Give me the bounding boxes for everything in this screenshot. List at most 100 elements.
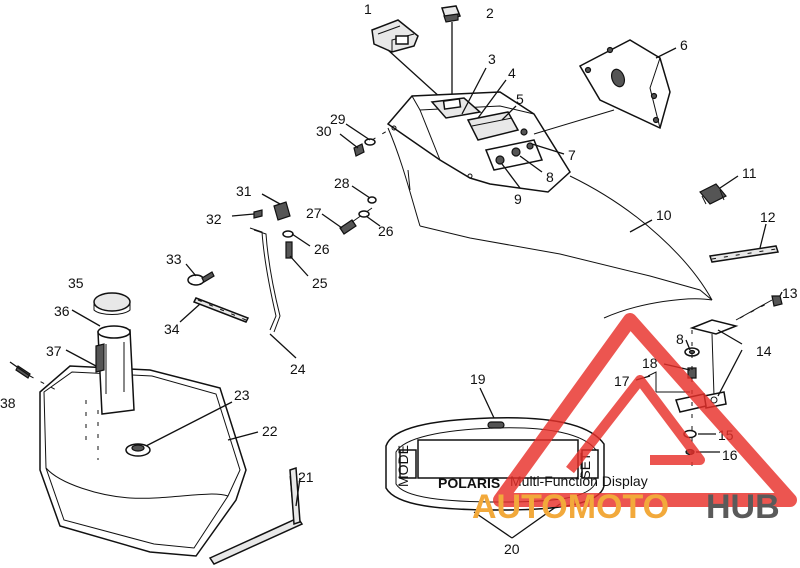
display-brand-label: POLARIS xyxy=(438,475,500,491)
leader-10-line xyxy=(629,219,653,233)
callout-20: 20 xyxy=(504,541,520,557)
leader-26b-line xyxy=(365,215,381,227)
part-1-switch xyxy=(371,19,419,53)
leader-25-line xyxy=(289,255,309,277)
part-21-strip xyxy=(208,466,304,565)
callout-9: 9 xyxy=(514,191,522,207)
leader-20b-line xyxy=(511,503,561,539)
callout-14: 14 xyxy=(756,343,772,359)
leader-38-line xyxy=(9,361,31,377)
callout-8a: 8 xyxy=(546,169,554,185)
leader-26a-line xyxy=(291,233,311,247)
part-18-screw xyxy=(687,367,697,379)
leader-4-line xyxy=(477,79,507,119)
part-25-26-screw xyxy=(282,230,294,259)
leader-14b-line xyxy=(717,349,743,397)
callout-6: 6 xyxy=(680,37,688,53)
callout-11: 11 xyxy=(742,165,757,181)
part-24-rod xyxy=(249,227,281,333)
callout-5: 5 xyxy=(516,91,524,107)
leader-34-line xyxy=(179,303,201,323)
part-34-cable xyxy=(192,297,250,323)
part-37-clamp xyxy=(95,343,105,373)
part-29-30-screw xyxy=(353,127,393,157)
part-2-cap xyxy=(441,5,462,23)
callout-10: 10 xyxy=(656,207,672,223)
part-23-fitting xyxy=(125,443,151,457)
leader-14a-line xyxy=(717,329,743,345)
leader-3-line xyxy=(461,67,487,115)
callout-7: 7 xyxy=(568,147,576,163)
part-33-eyelet xyxy=(187,271,215,286)
callout-18: 18 xyxy=(642,355,658,371)
leader-11-line xyxy=(719,175,739,189)
callout-26b: 26 xyxy=(378,223,394,239)
leader-7-line xyxy=(531,143,565,155)
leader-12-line xyxy=(759,223,767,249)
leader-23-line xyxy=(145,401,233,447)
callout-21: 21 xyxy=(298,469,314,485)
leader-19-line xyxy=(479,387,495,419)
leader-22-line xyxy=(227,431,259,441)
part-12-strip xyxy=(709,245,779,263)
leader-29-line xyxy=(345,123,371,141)
part-13-bolt xyxy=(735,295,783,321)
callout-8b: 8 xyxy=(676,331,684,347)
part-22-tank xyxy=(39,365,247,557)
callout-24: 24 xyxy=(290,361,306,377)
leader-37-line xyxy=(65,349,97,367)
part-27-28-bolt xyxy=(339,196,377,235)
callout-30: 30 xyxy=(316,123,332,139)
callout-3: 3 xyxy=(488,51,496,67)
watermark-logo xyxy=(493,313,797,507)
callout-labels: 1 2 3 4 5 6 7 8 8 9 10 11 12 13 14 15 16… xyxy=(0,1,798,557)
callout-1: 1 xyxy=(364,1,372,17)
callout-16: 16 xyxy=(722,447,738,463)
part-31-32-clip xyxy=(253,201,291,221)
callout-31: 31 xyxy=(236,183,252,199)
leader-36-line xyxy=(71,309,101,327)
leader-13-line xyxy=(779,291,783,297)
leader-20a-line xyxy=(473,511,513,539)
callout-4: 4 xyxy=(508,65,516,81)
callout-22: 22 xyxy=(262,423,278,439)
display-subtitle-label: Multi-Function Display xyxy=(510,473,648,489)
leader-8b-line xyxy=(685,339,691,351)
watermark-text-automoto: AUTOMOTO xyxy=(472,488,669,526)
callout-32: 32 xyxy=(206,211,222,227)
part-10-hood xyxy=(387,109,713,319)
leader-21-line xyxy=(295,477,301,507)
part-35-fuel-cap xyxy=(93,292,131,315)
leader-8a-line xyxy=(519,155,543,173)
leader-5-line xyxy=(501,105,517,121)
callout-35: 35 xyxy=(68,275,84,291)
part-17-pin xyxy=(647,371,657,392)
callout-26a: 26 xyxy=(314,241,330,257)
leader-32-line xyxy=(231,213,255,217)
callout-29: 29 xyxy=(330,111,346,127)
part-11-clip xyxy=(699,183,727,205)
callout-33: 33 xyxy=(166,251,182,267)
callout-17: 17 xyxy=(614,373,630,389)
leader-27-line xyxy=(321,213,343,229)
watermark-text: AUTOMOTO HUB xyxy=(472,488,780,526)
callout-37: 37 xyxy=(46,343,62,359)
console-pod xyxy=(386,91,571,193)
part-6-bracket xyxy=(578,39,671,130)
callout-25: 25 xyxy=(312,275,328,291)
callout-36: 36 xyxy=(54,303,70,319)
callout-34: 34 xyxy=(164,321,180,337)
leader-33-line xyxy=(185,263,197,277)
leader-31-line xyxy=(261,193,281,205)
callout-19: 19 xyxy=(470,371,486,387)
callout-12: 12 xyxy=(760,209,776,225)
callout-27: 27 xyxy=(306,205,322,221)
leader-9-line xyxy=(501,163,521,189)
callout-38: 38 xyxy=(0,395,16,411)
part-36-filler-neck xyxy=(97,325,135,415)
callout-2: 2 xyxy=(486,5,494,21)
leader-24-line xyxy=(269,333,297,359)
callout-13: 13 xyxy=(782,285,798,301)
leader-6-line xyxy=(655,47,677,59)
